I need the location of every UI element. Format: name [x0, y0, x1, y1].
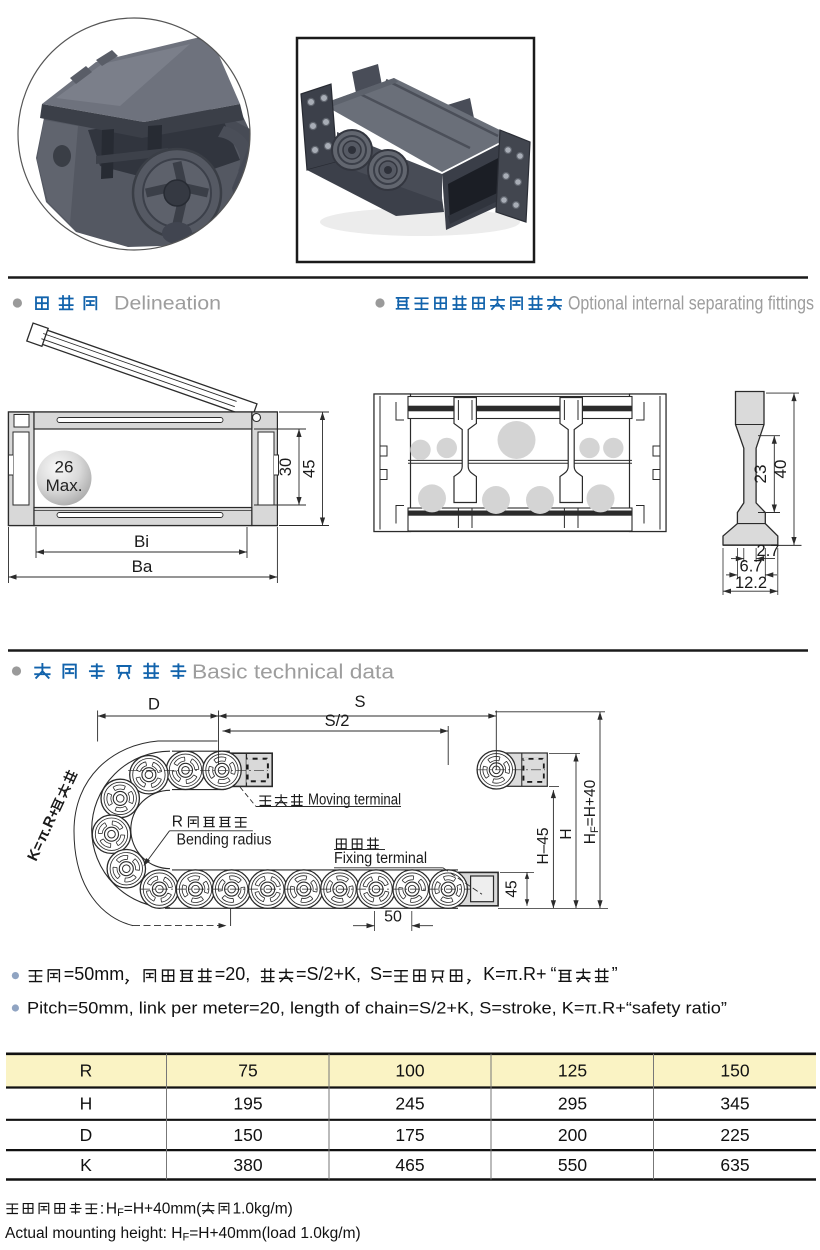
svg-text:=50mm: =50mm — [64, 964, 125, 984]
svg-text:H–45: H–45 — [535, 827, 552, 864]
svg-text:465: 465 — [395, 1155, 424, 1175]
svg-text:Basic technical data: Basic technical data — [192, 662, 395, 684]
svg-text:40: 40 — [771, 460, 790, 479]
svg-text:75: 75 — [238, 1061, 257, 1081]
svg-text:HF=H+40mm(: HF=H+40mm( — [106, 1200, 202, 1219]
svg-text:Pitch=50mm, link per meter=20,: Pitch=50mm, link per meter=20, length of… — [27, 999, 727, 1018]
svg-text:295: 295 — [558, 1094, 587, 1114]
svg-text:100: 100 — [395, 1061, 424, 1081]
svg-text:S: S — [354, 693, 365, 711]
svg-text:150: 150 — [233, 1125, 262, 1145]
svg-text:”: ” — [612, 964, 618, 984]
svg-text:K=π.R+: K=π.R+ — [483, 964, 546, 984]
svg-text:195: 195 — [233, 1094, 262, 1114]
svg-text:Bending radius: Bending radius — [177, 832, 272, 849]
svg-text:Actual mounting height: HF=H+4: Actual mounting height: HF=H+40mm(load 1… — [5, 1225, 361, 1244]
svg-text:=20,: =20, — [215, 964, 251, 984]
svg-text:Delineation: Delineation — [114, 293, 221, 315]
svg-text:12.2: 12.2 — [735, 574, 767, 592]
svg-text:1.0kg/m): 1.0kg/m) — [233, 1200, 293, 1217]
svg-text:=S/2+K,: =S/2+K, — [296, 964, 361, 984]
svg-text:23: 23 — [751, 465, 770, 484]
svg-text:45: 45 — [504, 880, 521, 897]
svg-text:345: 345 — [720, 1094, 749, 1114]
svg-text:HF=H+40: HF=H+40 — [582, 779, 601, 844]
svg-text:175: 175 — [395, 1125, 424, 1145]
svg-text:6.7: 6.7 — [740, 558, 763, 576]
svg-text:“: “ — [551, 964, 557, 984]
svg-text:30: 30 — [277, 458, 295, 476]
svg-text:R: R — [80, 1061, 93, 1081]
svg-text:125: 125 — [558, 1061, 587, 1081]
svg-text:26: 26 — [55, 458, 74, 477]
svg-text:S/2: S/2 — [325, 712, 350, 730]
svg-text:D: D — [80, 1125, 93, 1145]
svg-text:S=: S= — [370, 964, 393, 984]
svg-text:R: R — [172, 814, 183, 831]
svg-text:635: 635 — [720, 1155, 749, 1175]
svg-text:H: H — [80, 1094, 93, 1114]
svg-text:H: H — [558, 828, 575, 839]
svg-text:225: 225 — [720, 1125, 749, 1145]
svg-text:Moving terminal: Moving terminal — [308, 792, 401, 809]
svg-text:45: 45 — [301, 460, 319, 478]
svg-text:Ba: Ba — [132, 557, 153, 576]
svg-text:K: K — [80, 1155, 92, 1175]
svg-text:Optional internal separating f: Optional internal separating fittings — [568, 294, 814, 315]
svg-text:Max.: Max. — [46, 476, 83, 495]
svg-text:K=: K= — [24, 839, 48, 864]
svg-text:D: D — [148, 696, 160, 714]
svg-text:550: 550 — [558, 1155, 587, 1175]
svg-text:200: 200 — [558, 1125, 587, 1145]
svg-text:2.7: 2.7 — [757, 542, 780, 560]
svg-text::: : — [100, 1200, 104, 1217]
svg-text:245: 245 — [395, 1094, 424, 1114]
svg-text:150: 150 — [720, 1061, 749, 1081]
svg-text:380: 380 — [233, 1155, 262, 1175]
svg-text:Bi: Bi — [134, 532, 149, 551]
svg-text:Fixing terminal: Fixing terminal — [334, 850, 427, 867]
svg-text:50: 50 — [384, 909, 402, 926]
